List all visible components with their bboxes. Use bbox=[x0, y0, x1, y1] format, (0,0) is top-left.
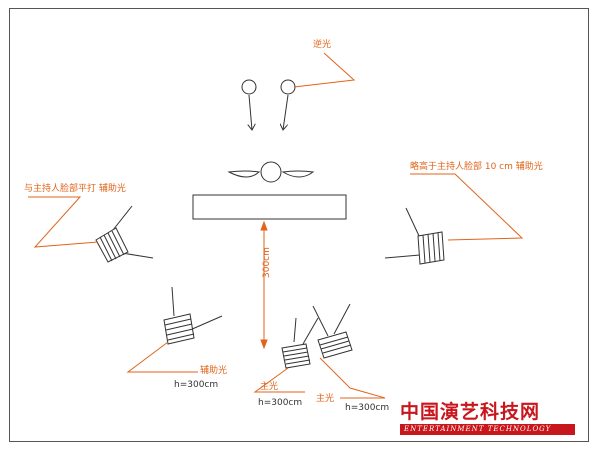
left-fill-label: 与主持人脸部平打 辅助光 bbox=[24, 184, 126, 194]
annotation-leaders bbox=[28, 52, 524, 399]
key-light-2 bbox=[312, 303, 353, 359]
key-light-1 bbox=[281, 317, 319, 369]
backlight-lamps bbox=[241, 79, 296, 130]
lower-fill-height: h=300cm bbox=[174, 380, 219, 390]
left-fill-light bbox=[95, 205, 154, 263]
key-light-2-height: h=300cm bbox=[345, 403, 390, 413]
anchor-desk bbox=[192, 194, 347, 220]
key-light-2-label: 主光 bbox=[316, 394, 335, 404]
lower-fill-light bbox=[163, 286, 223, 345]
key-light-1-label: 主光 bbox=[260, 382, 279, 392]
key-light-1-height: h=300cm bbox=[258, 398, 303, 408]
backlight-label: 逆光 bbox=[313, 40, 332, 50]
distance-label: 300cm bbox=[262, 247, 272, 278]
logo-main-text: 中国演艺科技网 bbox=[400, 401, 541, 423]
right-fill-label: 略高于主持人脸部 10 cm 辅助光 bbox=[410, 162, 543, 172]
presenter-figure bbox=[227, 161, 315, 183]
site-logo: 中国演艺科技网 ENTERTAINMENT TECHNOLOGY bbox=[400, 402, 575, 435]
distance-arrow bbox=[260, 220, 268, 350]
logo-sub-text: ENTERTAINMENT TECHNOLOGY bbox=[400, 424, 575, 435]
diagram-frame bbox=[9, 8, 589, 442]
right-fill-light bbox=[384, 207, 445, 265]
lower-fill-label: 辅助光 bbox=[200, 366, 228, 376]
